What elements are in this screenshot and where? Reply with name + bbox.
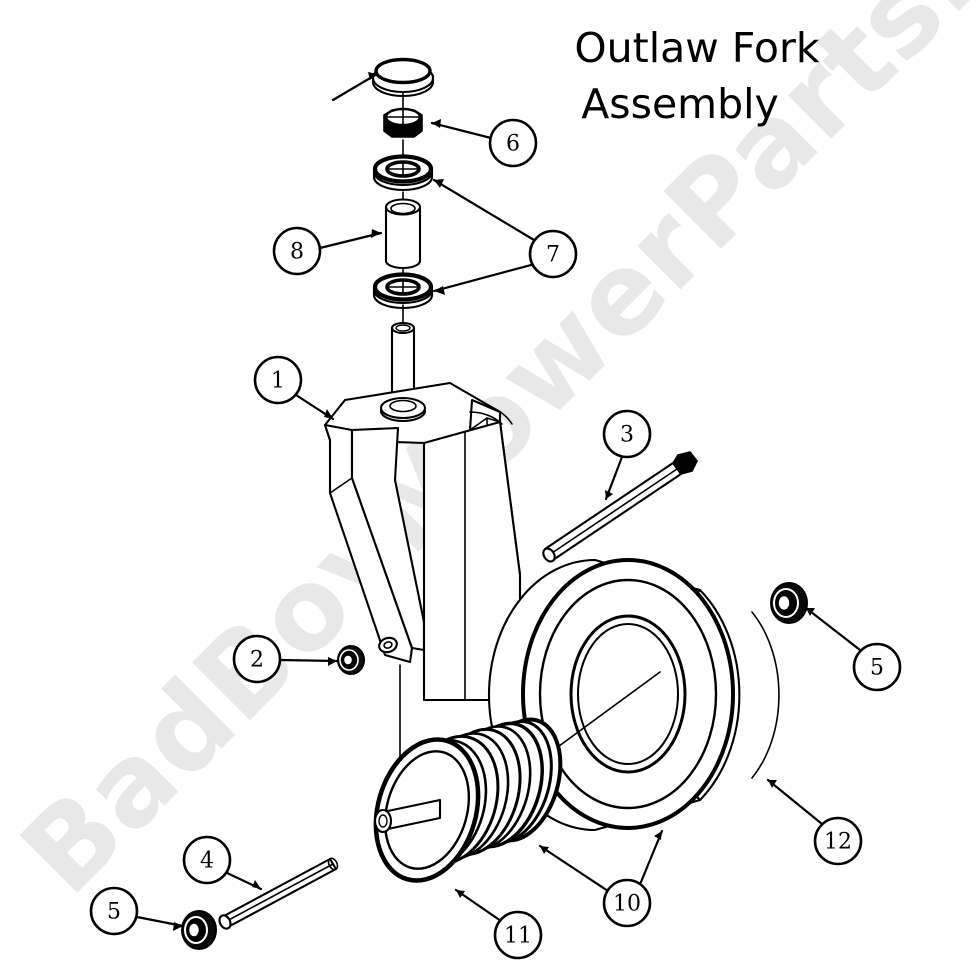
title-line-1: Outlaw Fork — [574, 24, 819, 72]
wheel-rim-spacers-part-10-11 — [373, 717, 563, 883]
hex-nut-part-6 — [383, 107, 423, 138]
callout-5[interactable]: 5 — [852, 642, 902, 692]
callout-number-4: 4 — [200, 849, 214, 874]
hex-bolt-part-3 — [542, 451, 698, 563]
lock-nut-lower-left-part-5 — [181, 910, 217, 950]
callout-11[interactable]: 11 — [493, 910, 543, 960]
callout-4[interactable]: 4 — [182, 835, 232, 885]
callout-number-2: 2 — [250, 648, 264, 673]
lock-nut-right-part-5 — [770, 582, 808, 624]
title-line-2: Assembly — [581, 80, 779, 128]
callout-number-10: 10 — [613, 892, 641, 917]
callout-number-8: 8 — [290, 240, 304, 265]
callout-circle-1[interactable] — [253, 355, 303, 405]
callout-12[interactable]: 12 — [813, 816, 863, 866]
king-pin-assembly — [371, 57, 435, 414]
callout-1[interactable]: 1 — [253, 355, 303, 405]
callout-8[interactable]: 8 — [272, 226, 322, 276]
dust-cap-part-9 — [371, 57, 435, 98]
lock-nut-part-2 — [337, 645, 365, 675]
callout-circle-4[interactable] — [182, 835, 232, 885]
callout-circle-5[interactable] — [852, 642, 902, 692]
callout-circle-8[interactable] — [272, 226, 322, 276]
callout-circle-3[interactable] — [602, 409, 652, 459]
callout-number-1: 1 — [271, 369, 285, 394]
callout-number-5: 5 — [107, 900, 121, 925]
callout-circle-2[interactable] — [232, 634, 282, 684]
bearing-lower-part-7 — [372, 272, 434, 310]
callout-10[interactable]: 10 — [602, 878, 652, 928]
bearing-upper-part-7 — [372, 154, 434, 192]
page-title: Outlaw Fork Assembly — [574, 24, 819, 128]
callout-number-5: 5 — [870, 656, 884, 681]
callout-circle-12[interactable] — [813, 816, 863, 866]
spacer-tube-part-8 — [384, 198, 422, 270]
callout-circle-10[interactable] — [602, 878, 652, 928]
callout-number-11: 11 — [504, 924, 532, 949]
callout-6[interactable]: 6 — [488, 118, 538, 168]
callout-5[interactable]: 5 — [89, 886, 139, 936]
callout-circle-7[interactable] — [528, 229, 578, 279]
callout-circle-6[interactable] — [488, 118, 538, 168]
fork-body-part-1 — [323, 381, 522, 831]
callout-circle-5[interactable] — [89, 886, 139, 936]
leader-lines — [135, 72, 862, 931]
callout-3[interactable]: 3 — [602, 409, 652, 459]
callout-circle-11[interactable] — [493, 910, 543, 960]
callout-number-6: 6 — [506, 132, 520, 157]
callout-7[interactable]: 7 — [528, 229, 578, 279]
callout-number-12: 12 — [824, 830, 852, 855]
callout-2[interactable]: 2 — [232, 634, 282, 684]
callout-number-3: 3 — [620, 423, 634, 448]
callout-number-7: 7 — [546, 243, 560, 268]
axle-bolt-part-4 — [218, 857, 339, 930]
